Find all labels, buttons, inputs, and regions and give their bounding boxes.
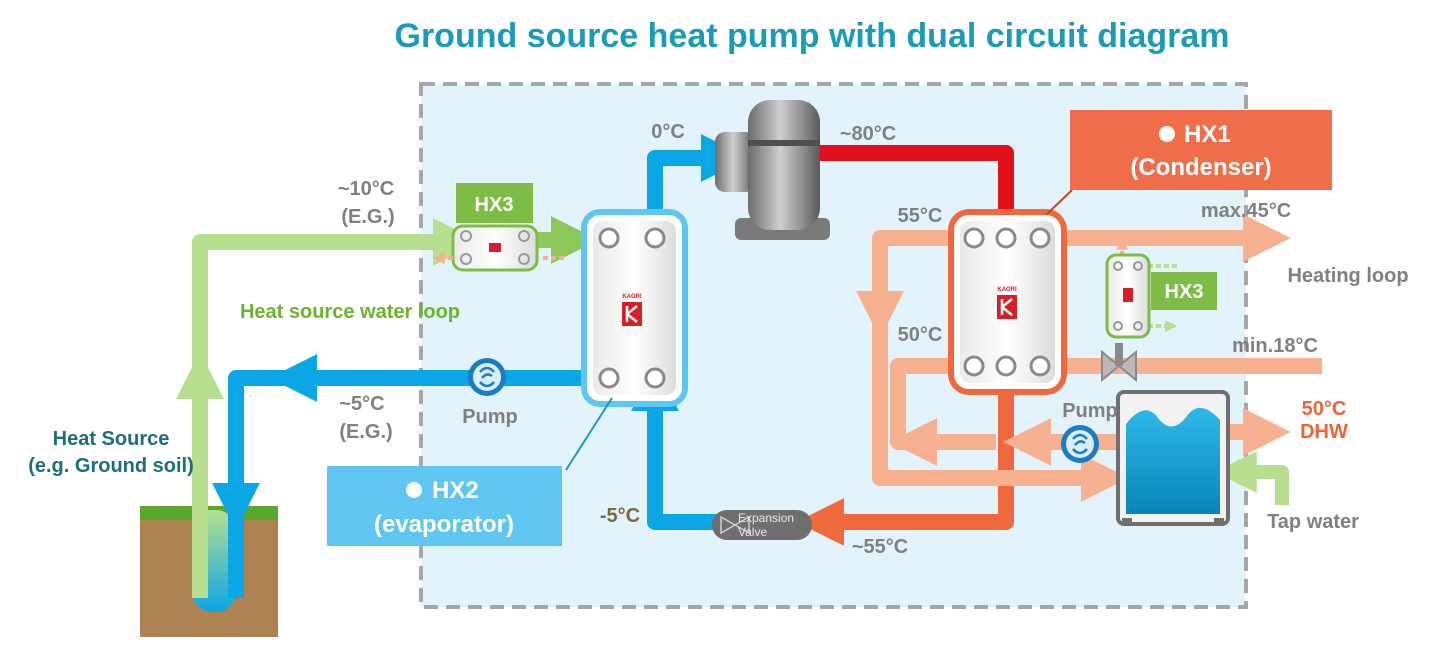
cond-port — [995, 227, 1017, 249]
hx1-bullet — [1159, 126, 1175, 142]
tap-water-label: Tap water — [1267, 511, 1359, 533]
outlet-temp-label: ~5°C — [339, 393, 384, 415]
hx3-left-logo — [489, 243, 501, 252]
cond-port — [1029, 355, 1051, 377]
compressor-band — [748, 140, 820, 146]
discharge-temp-label: ~80°C — [840, 123, 896, 145]
cond-port — [963, 355, 985, 377]
cond-mid-temp-label: 50°C — [898, 324, 943, 346]
evap-port — [598, 227, 620, 249]
pump-right-impeller — [1066, 430, 1094, 458]
evap-logo-mark — [625, 305, 638, 323]
hx3-right-port — [1113, 261, 1123, 271]
heat-source-loop-label: Heat source water loop — [240, 301, 460, 323]
cond-port — [995, 355, 1017, 377]
cond-logo-mark — [1000, 298, 1013, 316]
pump-left-label: Pump — [462, 406, 518, 428]
hx3-left-port — [518, 230, 530, 242]
source-pipe-up — [192, 234, 455, 598]
cond-port — [963, 227, 985, 249]
discharge-line — [810, 145, 1030, 257]
heating-loop-label: Heating loop — [1287, 265, 1408, 287]
evap-out-temp-label: 0°C — [651, 121, 685, 143]
dhw-tank-foot — [1122, 518, 1132, 524]
hx3-left-port — [518, 253, 530, 265]
compressor-body — [748, 100, 820, 230]
hx2-bullet — [406, 482, 422, 498]
cond-in-temp-label: 55°C — [898, 205, 943, 227]
liquid-temp-label: ~55°C — [852, 536, 908, 558]
hx1-label: HX1 — [1184, 121, 1231, 148]
hx1-callout — [1070, 110, 1332, 190]
expansion-valve-label2: Valve — [738, 525, 767, 539]
hx1-pointer — [1045, 189, 1073, 216]
hx3-right-callout — [1151, 272, 1217, 310]
evap-port — [598, 367, 620, 389]
tap-water-inlet — [1214, 451, 1289, 505]
dhw-tank-foot — [1214, 518, 1224, 524]
hx3-right-port — [1113, 321, 1123, 331]
evaporator-inlet-line — [631, 363, 720, 530]
heat-source-sublabel: (e.g. Ground soil) — [28, 455, 194, 477]
expansion-valve — [712, 510, 812, 540]
hx3-right-port — [1133, 321, 1143, 331]
hx2-callout — [327, 466, 562, 546]
pump-left-swirl — [479, 366, 495, 388]
outlet-fluid-label: (E.G.) — [339, 421, 392, 443]
compressor-accumulator — [715, 132, 755, 192]
evap-port — [644, 227, 666, 249]
evap-logo — [622, 302, 642, 326]
pump-left-impeller — [473, 363, 501, 391]
inlet-fluid-label: (E.G.) — [341, 206, 394, 228]
evap-port — [644, 367, 666, 389]
evap-brand: KAORI — [622, 294, 642, 300]
mixing-valve-stem — [1115, 343, 1123, 366]
hx2-label: HX2 — [432, 477, 479, 504]
cond-brand: KAORI — [997, 287, 1017, 293]
hx3-left-callout — [456, 183, 533, 223]
hx3-right-logo — [1123, 288, 1133, 302]
bypass-down-line — [856, 230, 950, 339]
hx3-left-port — [460, 253, 472, 265]
hx1-sublabel: (Condenser) — [1130, 154, 1271, 181]
pump-right-swirl — [1072, 433, 1088, 455]
heating-max-label: max.45°C — [1201, 200, 1291, 222]
hx2-pointer — [565, 397, 613, 471]
cond-port — [1029, 227, 1051, 249]
heat-source-label: Heat Source — [53, 428, 170, 450]
hx3-right-label: HX3 — [1165, 281, 1204, 303]
expansion-valve-label: Expansion — [738, 511, 794, 525]
hx2-sublabel: (evaporator) — [374, 511, 514, 538]
dhw-tank-water — [1126, 407, 1220, 514]
hx3-left-port — [460, 230, 472, 242]
expansion-valve-icon — [720, 515, 750, 535]
cond-logo — [997, 295, 1017, 319]
hx3-left-label: HX3 — [475, 194, 514, 216]
pump-right-label: Pump — [1062, 400, 1118, 422]
inlet-temp-label: ~10°C — [338, 178, 394, 200]
evap-in-temp-label: -5°C — [600, 505, 640, 527]
page-title: Ground source heat pump with dual circui… — [395, 17, 1230, 55]
dhw-label: DHW — [1300, 421, 1348, 443]
heating-min-label: min.18°C — [1232, 335, 1318, 357]
hx3-right-port — [1133, 261, 1143, 271]
dhw-temp-label: 50°C — [1302, 398, 1347, 420]
